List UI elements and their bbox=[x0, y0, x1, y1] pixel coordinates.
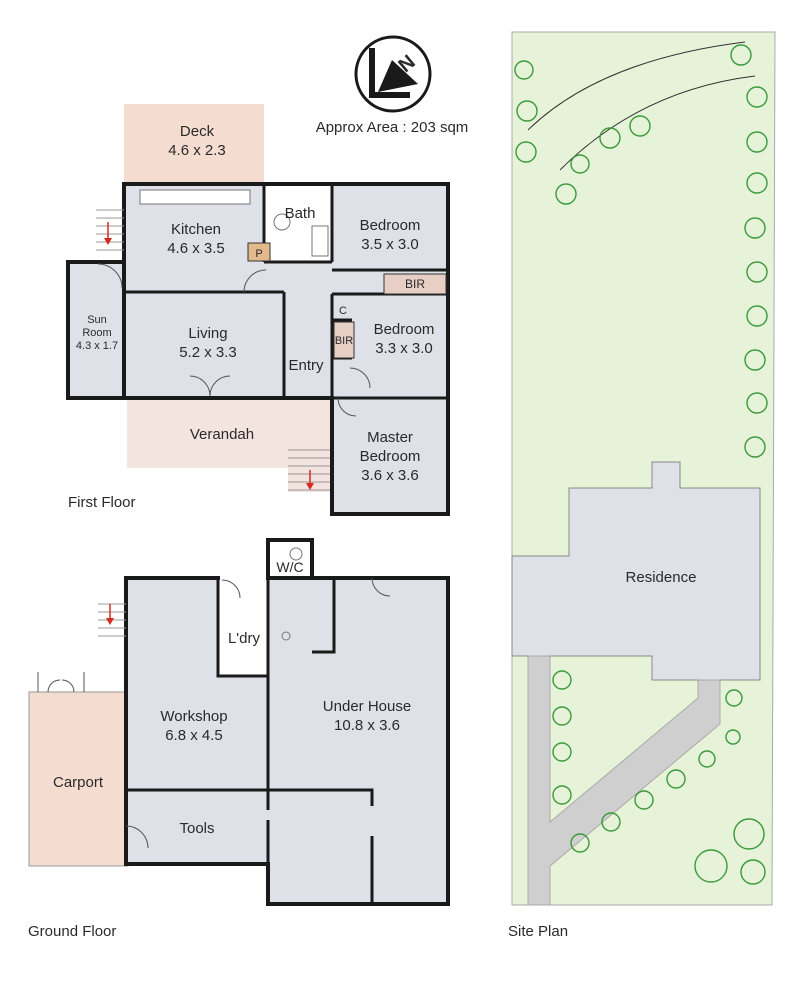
pantry-label: P bbox=[255, 248, 262, 260]
north-arrow-icon: N bbox=[354, 35, 432, 113]
ground-floor-plan: W/C L'dry Workshop 6.8 x 4.5 Under House… bbox=[28, 538, 450, 940]
bath-label: Bath bbox=[285, 205, 316, 222]
tools-label: Tools bbox=[179, 820, 214, 837]
living-label: Living bbox=[188, 325, 227, 342]
first-floor-plan: Deck 4.6 x 2.3 Kitchen 4.6 x 3.5 Bath Be… bbox=[66, 104, 450, 516]
bir-2-label: BIR bbox=[335, 335, 353, 347]
deck-dims: 4.6 x 2.3 bbox=[168, 142, 226, 159]
laundry-label: L'dry bbox=[228, 630, 261, 647]
bedroom-1-dims: 3.5 x 3.0 bbox=[361, 236, 419, 253]
tree-icon bbox=[514, 44, 768, 885]
carport-area bbox=[28, 691, 129, 867]
laundry-area bbox=[218, 578, 268, 676]
deck-label: Deck bbox=[180, 123, 215, 140]
site-plan-caption: Site Plan bbox=[508, 923, 568, 940]
carport-label: Carport bbox=[53, 774, 104, 791]
wc-area bbox=[268, 540, 312, 578]
ground-stairs bbox=[98, 603, 126, 637]
kitchen-dims: 4.6 x 3.5 bbox=[167, 240, 225, 257]
cupboard-label: C bbox=[339, 305, 347, 317]
master-bedroom-label-2: Bedroom bbox=[360, 448, 421, 465]
back-stairs bbox=[96, 209, 124, 251]
bir-1-label: BIR bbox=[405, 277, 425, 291]
garden-path bbox=[527, 655, 721, 906]
kitchen-label: Kitchen bbox=[171, 221, 221, 238]
approx-area: Approx Area : 203 sqm bbox=[316, 119, 469, 136]
living-dims: 5.2 x 3.3 bbox=[179, 344, 237, 361]
under-house-dims: 10.8 x 3.6 bbox=[334, 717, 400, 734]
entry-label: Entry bbox=[288, 357, 324, 374]
ground-floor-caption: Ground Floor bbox=[28, 923, 116, 940]
bedroom-2-label: Bedroom bbox=[374, 321, 435, 338]
first-floor-caption: First Floor bbox=[68, 494, 136, 511]
bedroom-2-dims: 3.3 x 3.0 bbox=[375, 340, 433, 357]
master-bedroom-dims: 3.6 x 3.6 bbox=[361, 467, 419, 484]
sun-room-dims: 4.3 x 1.7 bbox=[76, 340, 118, 352]
sun-room-label-2: Room bbox=[82, 327, 111, 339]
workshop-label: Workshop bbox=[160, 708, 227, 725]
workshop-dims: 6.8 x 4.5 bbox=[165, 727, 223, 744]
sun-room-label-1: Sun bbox=[87, 314, 107, 326]
verandah-label: Verandah bbox=[190, 426, 254, 443]
residence-label: Residence bbox=[626, 569, 697, 586]
site-plan: Residence Site Plan bbox=[508, 31, 776, 940]
master-bedroom-label-1: Master bbox=[367, 429, 413, 446]
deck-area bbox=[124, 104, 264, 184]
wc-label: W/C bbox=[276, 559, 303, 575]
sun-room-area bbox=[68, 262, 126, 398]
bedroom-1-label: Bedroom bbox=[360, 217, 421, 234]
under-house-label: Under House bbox=[323, 698, 411, 715]
residence-footprint bbox=[511, 461, 761, 681]
